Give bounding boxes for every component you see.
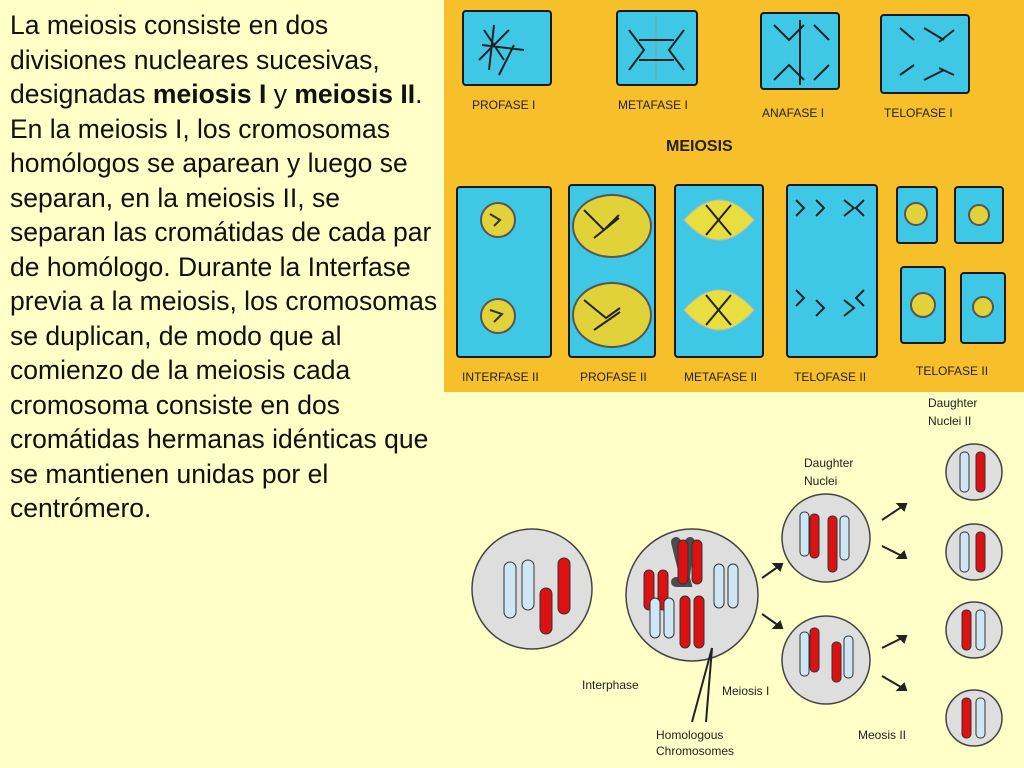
nucleus xyxy=(972,296,994,318)
nucleus xyxy=(968,204,990,226)
text-part-2: y xyxy=(266,79,295,109)
label-interfase-ii: INTERFASE II xyxy=(462,370,539,384)
description-text: La meiosis consiste en dos divisiones nu… xyxy=(10,8,440,526)
label-meiosis-ii: Meosis II xyxy=(858,728,907,742)
label-daughter-nuclei: Daughter xyxy=(804,456,854,470)
label-chromosomes: Chromosomes xyxy=(656,744,735,758)
label-meiosis-i: Meiosis I xyxy=(722,684,770,698)
label-profase-ii: PROFASE II xyxy=(580,370,647,384)
label-telofase-ii-right: TELOFASE II xyxy=(916,364,989,378)
bold-meiosis-i: meiosis I xyxy=(152,79,267,109)
telofase-ii-cell-c xyxy=(900,266,946,344)
chromosome-diagram xyxy=(471,443,1003,747)
meiosis-title: MEIOSIS xyxy=(666,138,733,155)
chromosome-drawings xyxy=(478,15,955,331)
text-part-1: La meiosis consiste en dos divisiones nu… xyxy=(10,10,380,109)
text-part-3: . En la meiosis I, los cromosomas homólo… xyxy=(10,79,438,523)
label-telofase-ii: TELOFASE II xyxy=(794,370,867,384)
bold-meiosis-ii: meiosis II xyxy=(294,79,416,109)
label-metafase-ii: METAFASE II xyxy=(684,370,758,384)
label-interphase: Interphase xyxy=(582,678,639,692)
nucleus xyxy=(910,292,936,318)
nucleus xyxy=(480,202,516,238)
telofase-i-cell xyxy=(880,14,970,94)
meiosis-diagram-panel: Interphase Meiosis I Homologous Chromoso… xyxy=(444,392,1024,768)
label-daughter-nuclei-2: Nuclei xyxy=(804,474,838,488)
nucleus xyxy=(904,202,928,226)
label-anafase-i: ANAFASE I xyxy=(762,106,825,120)
telofase-ii-cell xyxy=(786,184,878,358)
nucleus xyxy=(572,194,652,258)
telofase-ii-cell-b xyxy=(954,186,1004,244)
label-metafase-i: METAFASE I xyxy=(618,98,688,112)
metafase-i-cell xyxy=(616,10,698,86)
label-daughter-nuclei-ii: Daughter xyxy=(928,396,978,410)
profase-i-cell xyxy=(462,10,552,86)
label-telofase-i: TELOFASE I xyxy=(884,106,953,120)
label-daughter-nuclei-ii-2: Nuclei II xyxy=(928,414,972,428)
label-homologous: Homologous xyxy=(656,728,724,742)
nucleus xyxy=(572,282,652,348)
nucleus xyxy=(480,298,516,334)
meiosis-stages-panel: PROFASE I METAFASE I ANAFASE I TELOFASE … xyxy=(444,0,1024,392)
label-profase-i: PROFASE I xyxy=(472,98,536,112)
